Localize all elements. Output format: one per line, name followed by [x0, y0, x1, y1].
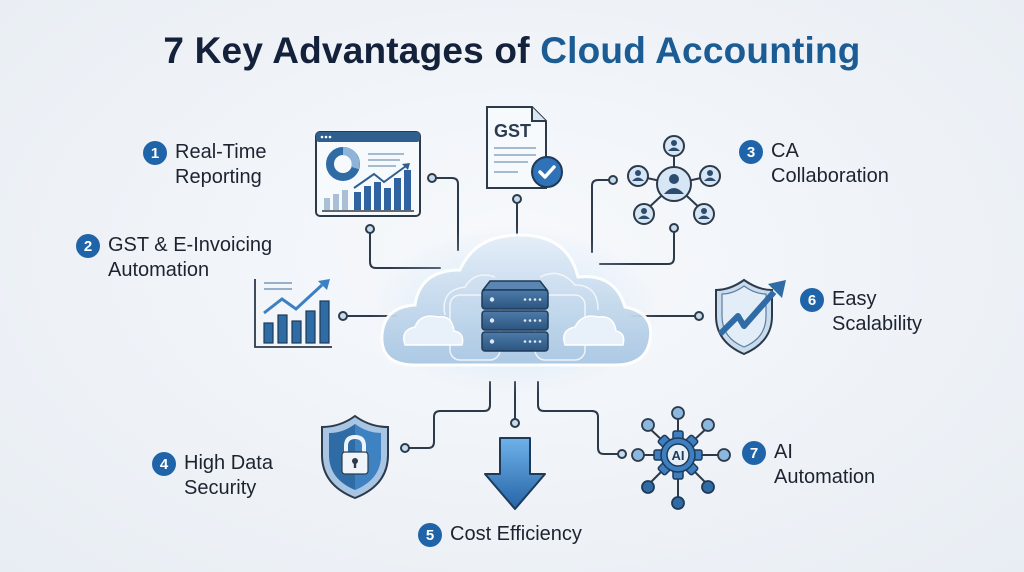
number-badge: 2: [76, 234, 100, 258]
svg-text:GST: GST: [494, 121, 531, 141]
number-badge: 3: [739, 140, 763, 164]
ai-gear-network-icon: AI: [631, 406, 731, 510]
cloud-server-icon: [370, 225, 660, 395]
advantage-5-line1: Cost Efficiency: [450, 523, 582, 545]
people-network-icon: [627, 135, 721, 225]
advantage-7-line2: Automation: [774, 466, 876, 488]
advantage-4-line2: Security: [184, 477, 257, 499]
number-badge: 7: [742, 441, 766, 465]
advantage-7-label: 7 AI Automation: [742, 440, 875, 490]
number-badge: 1: [143, 141, 167, 165]
title-accent: Cloud Accounting: [540, 30, 861, 71]
number-badge: 4: [152, 452, 176, 476]
advantage-6-line2: Scalability: [832, 313, 923, 335]
advantage-3-line2: Collaboration: [771, 165, 889, 187]
title-prefix: 7 Key Advantages of: [163, 30, 541, 71]
gst-document-check-icon: GST: [486, 106, 563, 189]
number-badge: 6: [800, 288, 824, 312]
advantage-1-line1: Real-Time: [175, 141, 267, 163]
dashboard-report-icon: [315, 131, 421, 217]
advantage-3-label: 3 CA Collaboration: [739, 139, 889, 189]
number-badge: 5: [418, 523, 442, 547]
advantage-5-label: 5 Cost Efficiency: [418, 522, 582, 547]
bar-chart-growth-icon: [254, 279, 332, 348]
advantage-7-line1: AI: [774, 441, 793, 463]
advantage-2-line2: Automation: [108, 259, 210, 281]
advantage-1-line2: Reporting: [175, 166, 262, 188]
svg-text:AI: AI: [672, 448, 685, 463]
advantage-3-line1: CA: [771, 140, 799, 162]
shield-lock-icon: [321, 414, 389, 500]
advantage-4-line1: High Data: [184, 452, 273, 474]
down-arrow-icon: [484, 437, 546, 510]
advantage-2-line1: GST & E-Invoicing: [108, 234, 273, 256]
advantage-6-line1: Easy: [832, 288, 877, 310]
shield-growth-arrow-icon: [715, 278, 786, 356]
page-title: 7 Key Advantages of Cloud Accounting: [0, 30, 1024, 72]
